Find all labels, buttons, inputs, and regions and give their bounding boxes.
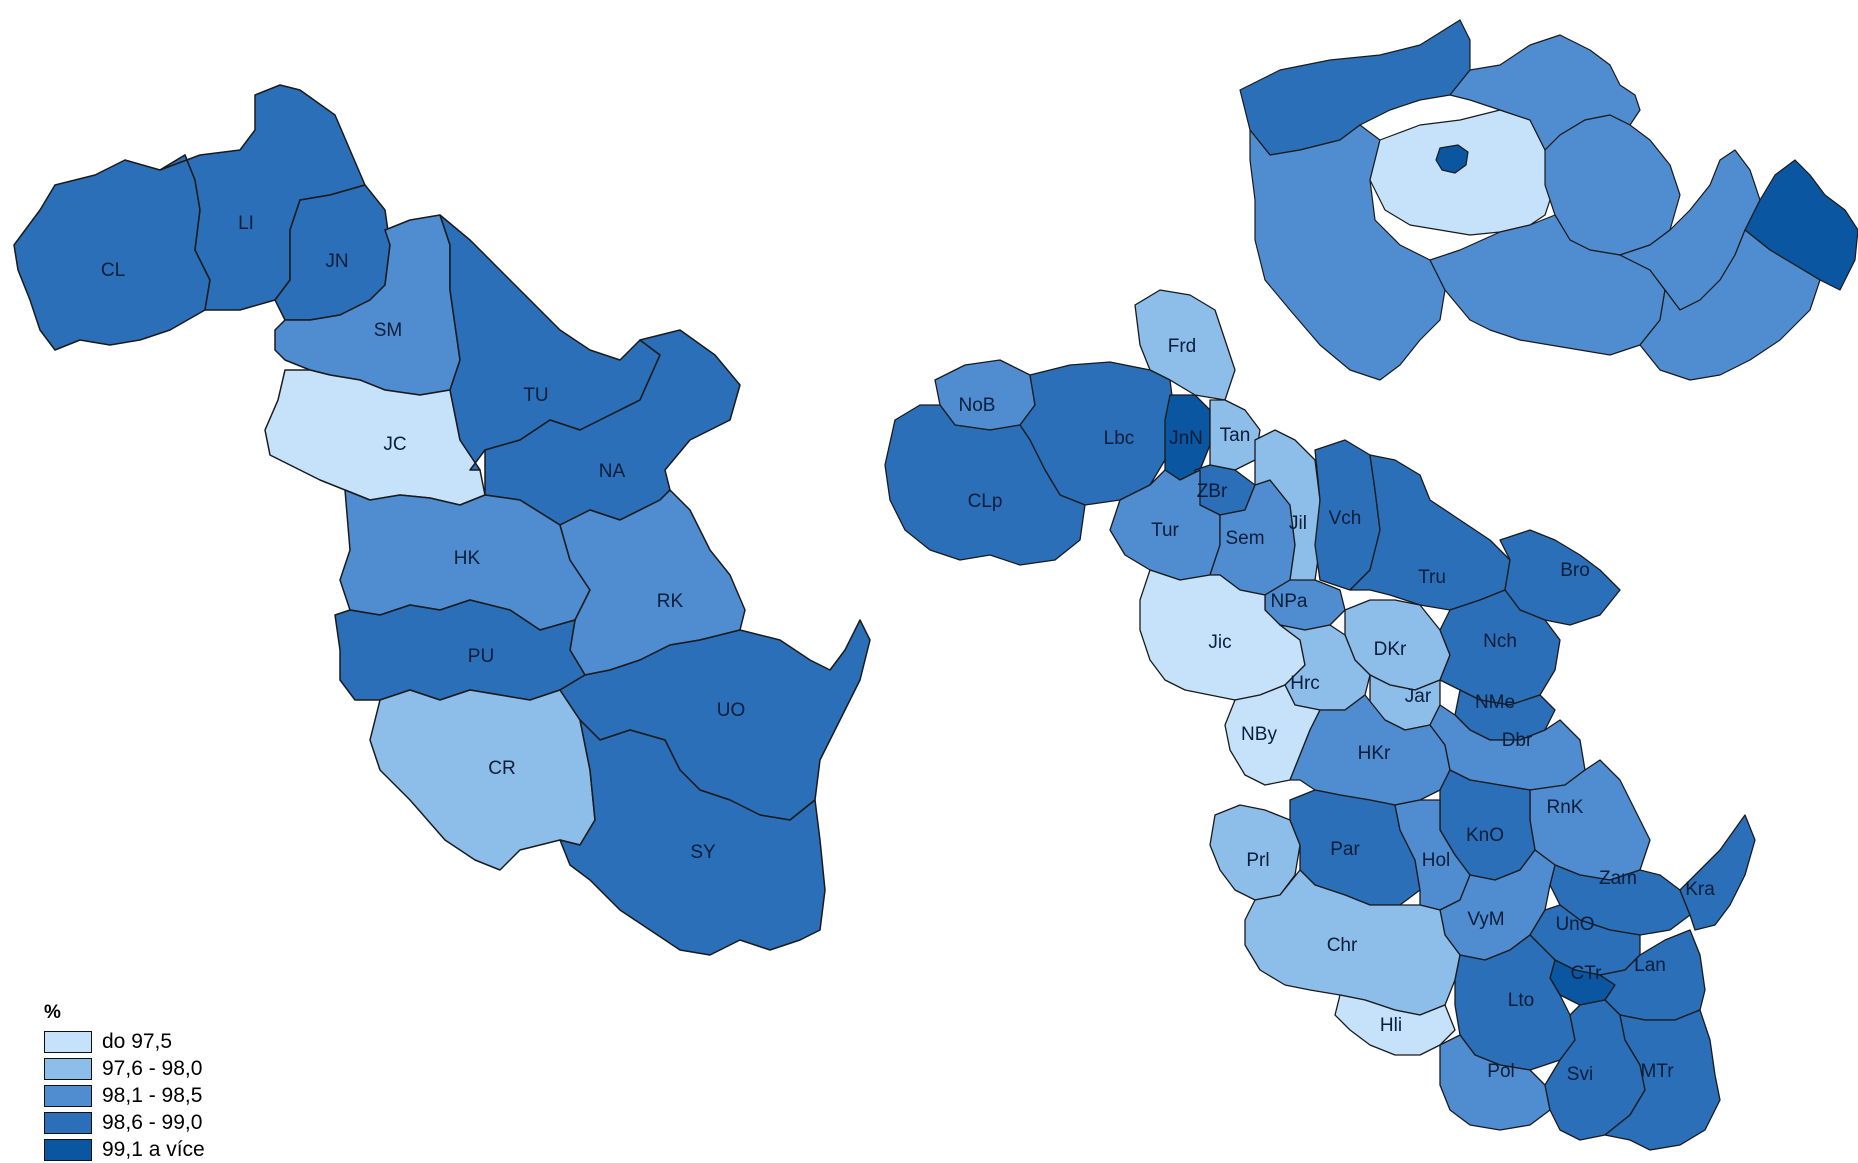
right-map-labels: Frd NoB Lbc JnN Tan CLp ZBr Tur Sem Jil …	[959, 336, 1716, 1085]
region-CL[interactable]	[13, 154, 211, 351]
label-RnK: RnK	[1547, 797, 1584, 818]
legend-label: 97,6 - 98,0	[102, 1056, 203, 1080]
label-CR: CR	[488, 758, 515, 779]
label-JN: JN	[325, 251, 348, 272]
label-NPa: NPa	[1271, 591, 1308, 612]
legend-item: 98,6 - 99,0	[44, 1109, 205, 1136]
right-municipality-map	[884, 289, 1756, 1151]
label-Chr: Chr	[1327, 935, 1358, 956]
legend-item: do 97,5	[44, 1028, 205, 1055]
legend-swatch	[44, 1084, 92, 1107]
legend-swatch	[44, 1057, 92, 1080]
label-VyM: VyM	[1467, 909, 1504, 930]
legend-item: 98,1 - 98,5	[44, 1082, 205, 1109]
legend-swatch	[44, 1111, 92, 1134]
region-SY[interactable]	[559, 719, 826, 956]
label-UnO: UnO	[1555, 914, 1594, 935]
label-Zam: Zam	[1599, 868, 1637, 889]
region-Nch[interactable]	[1439, 589, 1561, 706]
label-Lan: Lan	[1634, 955, 1666, 976]
label-Hrc: Hrc	[1290, 673, 1320, 694]
label-ZBr: ZBr	[1197, 481, 1228, 502]
label-Svi: Svi	[1567, 1064, 1593, 1085]
label-LI: LI	[238, 213, 254, 234]
label-Par: Par	[1330, 839, 1360, 860]
legend-swatch	[44, 1030, 92, 1053]
label-NMe: NMe	[1475, 692, 1515, 713]
legend-title: %	[44, 1002, 61, 1023]
legend-swatch	[44, 1138, 92, 1161]
label-Tan: Tan	[1220, 425, 1251, 446]
region-Frd[interactable]	[1134, 289, 1236, 401]
label-Tur: Tur	[1151, 520, 1179, 541]
inset-cz-southeast[interactable]	[1639, 229, 1821, 381]
legend-label: do 97,5	[102, 1029, 173, 1053]
label-MTr: MTr	[1640, 1061, 1674, 1082]
region-Par[interactable]	[1289, 789, 1421, 906]
region-Kra[interactable]	[1679, 814, 1756, 931]
label-HKr: HKr	[1358, 743, 1391, 764]
label-Lto: Lto	[1508, 990, 1534, 1011]
region-CLp[interactable]	[884, 404, 1086, 566]
label-CLp: CLp	[968, 491, 1003, 512]
label-PU: PU	[468, 646, 494, 667]
label-SM: SM	[374, 320, 403, 341]
label-Sem: Sem	[1225, 528, 1264, 549]
label-DKr: DKr	[1374, 639, 1407, 660]
label-TU: TU	[523, 385, 548, 406]
region-MTr[interactable]	[1604, 1009, 1721, 1151]
label-HK: HK	[454, 548, 481, 569]
label-KnO: KnO	[1466, 825, 1504, 846]
label-UO: UO	[717, 700, 746, 721]
label-NA: NA	[599, 461, 626, 482]
legend-label: 99,1 a více	[102, 1137, 205, 1161]
label-CL: CL	[101, 260, 125, 281]
label-Hol: Hol	[1422, 850, 1451, 871]
label-Lbc: Lbc	[1104, 428, 1135, 449]
left-district-map	[13, 84, 871, 956]
label-Pol: Pol	[1487, 1061, 1514, 1082]
left-map-labels: CL LI JN SM JC TU NA HK RK PU CR UO SY	[101, 213, 745, 863]
label-NBy: NBy	[1241, 724, 1277, 745]
legend-label: 98,1 - 98,5	[102, 1083, 203, 1107]
country-inset-map	[1239, 19, 1858, 381]
inset-cz-capital[interactable]	[1435, 144, 1469, 174]
label-Bro: Bro	[1560, 560, 1590, 581]
label-Dbr: Dbr	[1502, 730, 1533, 751]
map-legend: % do 97,5 97,6 - 98,0 98,1 - 98,5 98,6 -…	[44, 1002, 205, 1163]
label-Jil: Jil	[1289, 513, 1307, 534]
label-Vch: Vch	[1329, 508, 1362, 529]
inset-cz-central[interactable]	[1369, 109, 1556, 236]
legend-item: 99,1 a více	[44, 1136, 205, 1163]
label-JnN: JnN	[1169, 428, 1203, 449]
label-Jic: Jic	[1208, 632, 1231, 653]
label-JC: JC	[383, 434, 406, 455]
label-RK: RK	[657, 591, 684, 612]
label-Prl: Prl	[1246, 850, 1269, 871]
label-Kra: Kra	[1685, 879, 1715, 900]
label-CTr: CTr	[1571, 963, 1603, 984]
label-Jar: Jar	[1405, 686, 1432, 707]
legend-label: 98,6 - 99,0	[102, 1110, 203, 1134]
label-Frd: Frd	[1168, 336, 1197, 357]
label-SY: SY	[690, 842, 716, 863]
inset-cz-west[interactable]	[1249, 124, 1446, 381]
label-Nch: Nch	[1483, 631, 1517, 652]
label-Tru: Tru	[1418, 567, 1446, 588]
legend-item: 97,6 - 98,0	[44, 1055, 205, 1082]
label-NoB: NoB	[959, 395, 996, 416]
label-Hli: Hli	[1380, 1015, 1402, 1036]
